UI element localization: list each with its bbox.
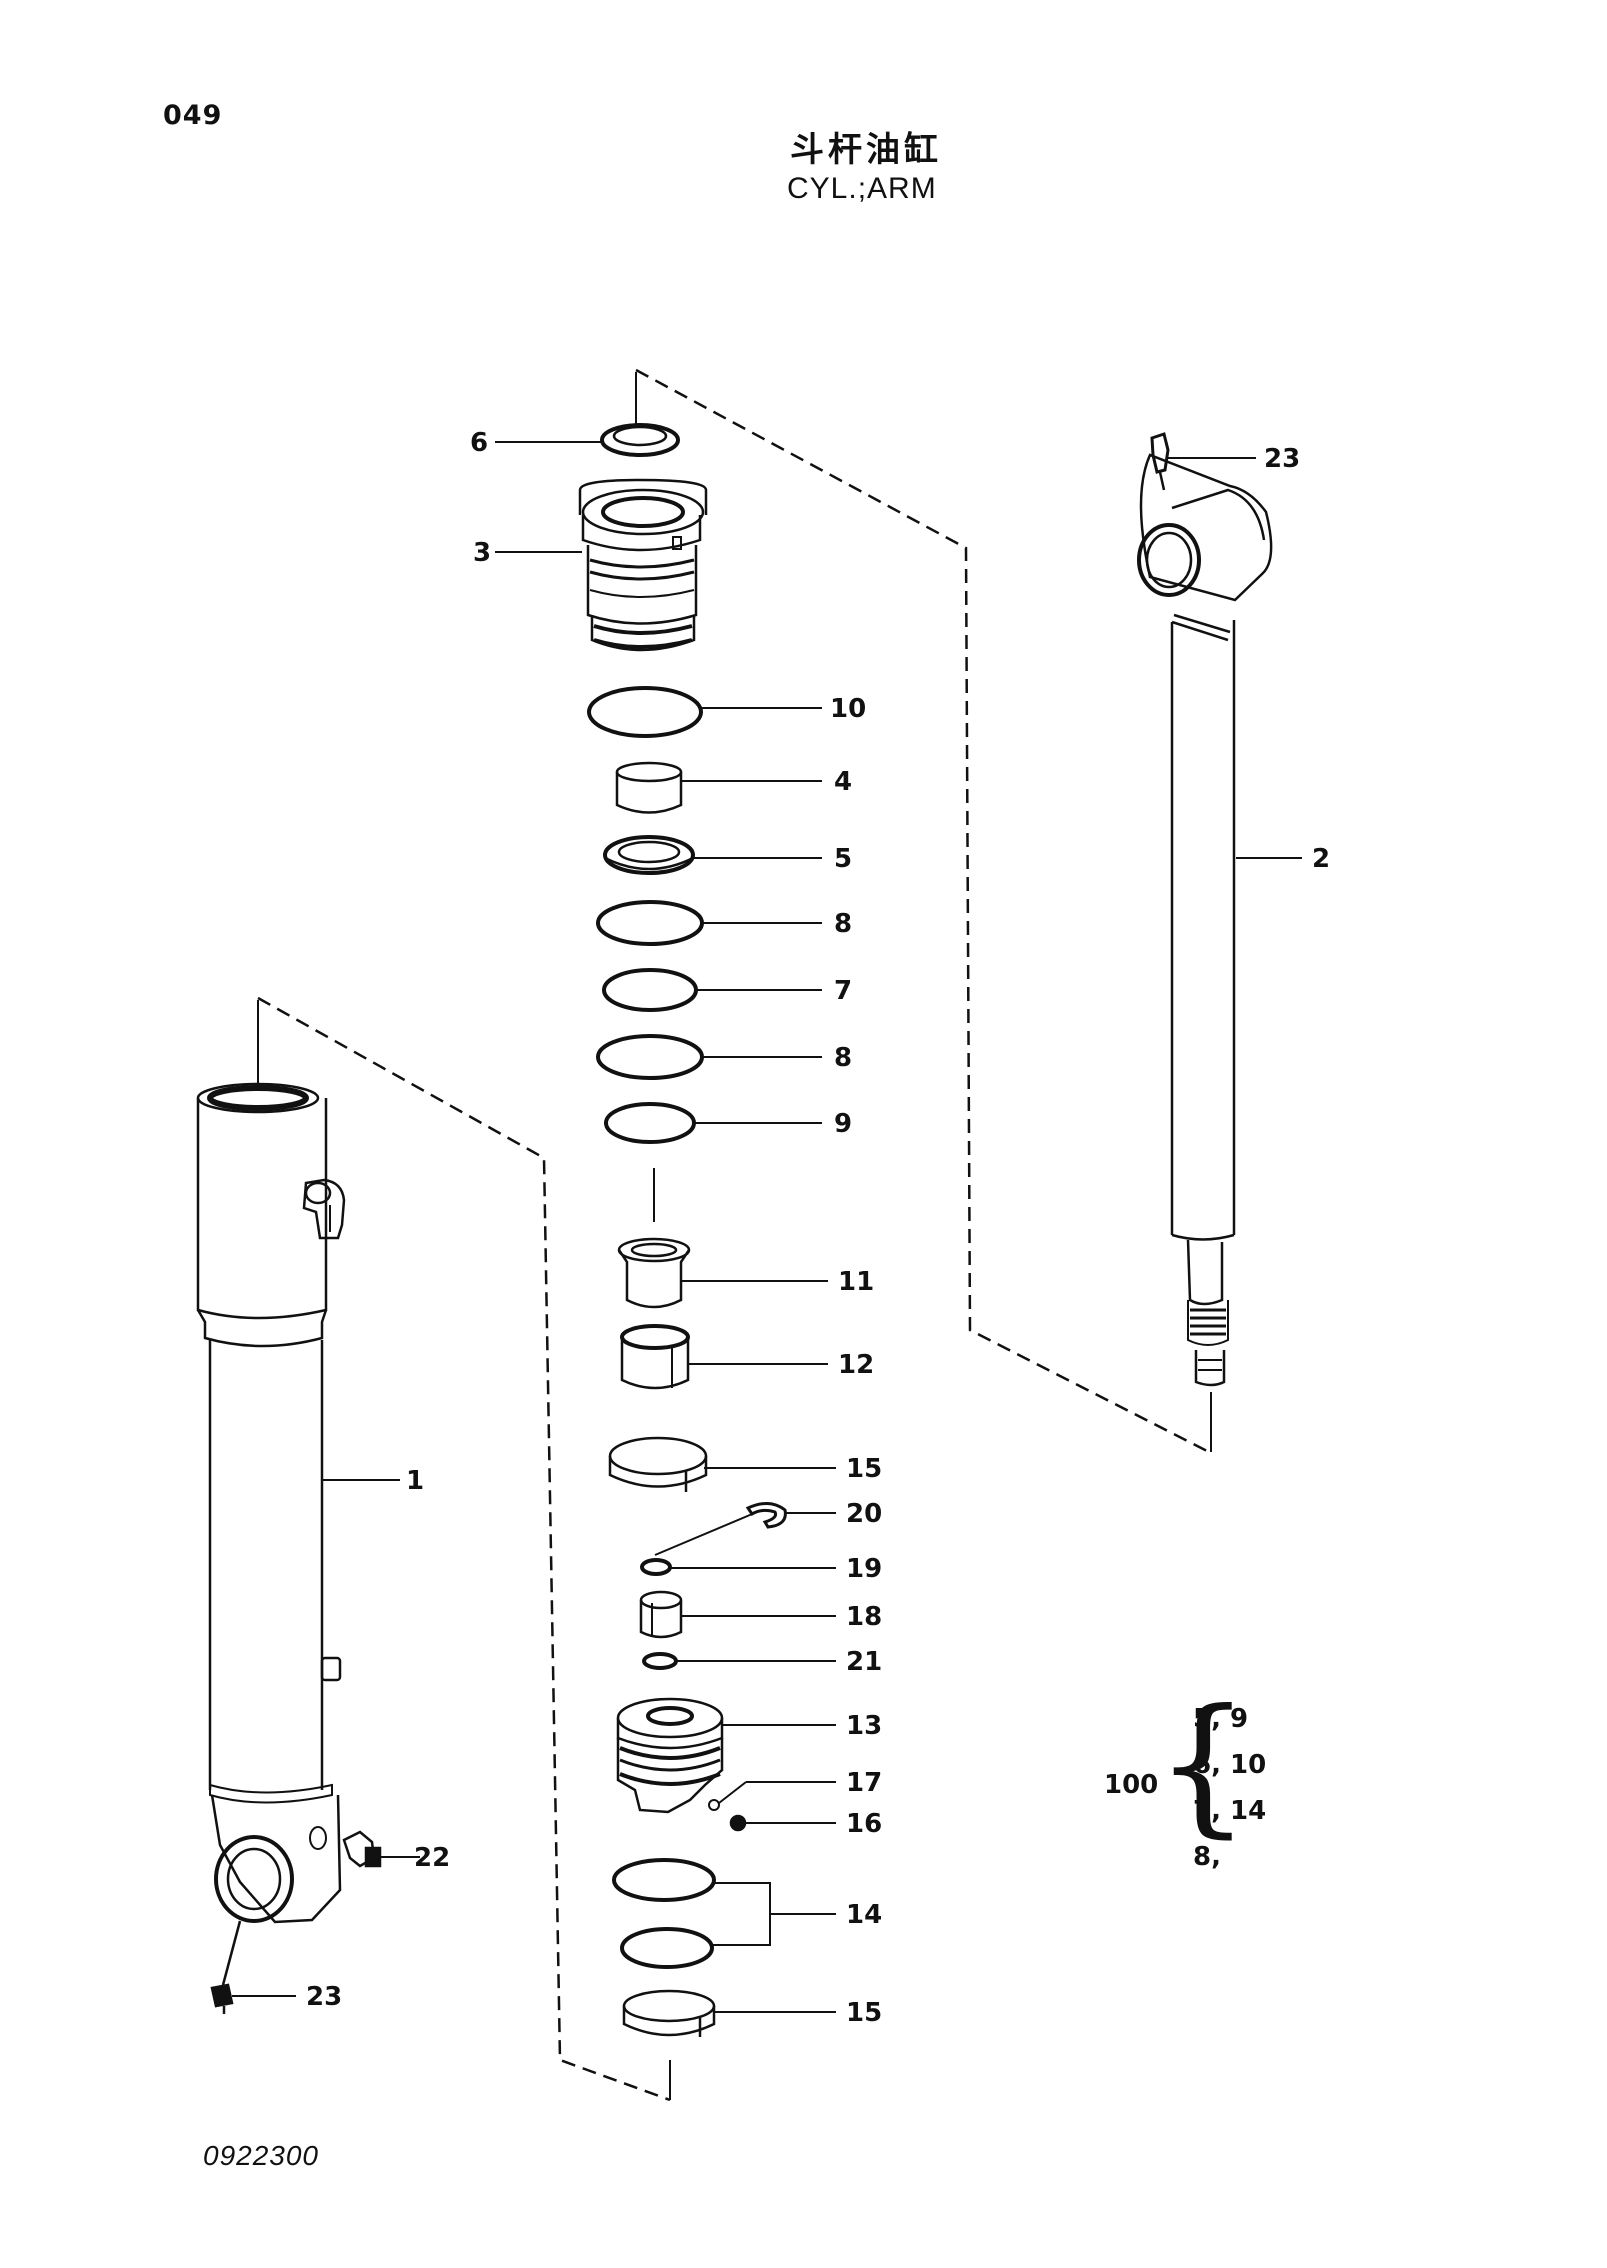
part-8-back-up-ring-upper [596, 900, 704, 946]
assembly-guide-lines [257, 368, 1210, 2102]
callout-part-6: 6 [470, 428, 489, 458]
part-11-flanged-bushing [617, 1237, 691, 1309]
part-23-grease-fitting-lower [210, 1920, 242, 2014]
callout-part-19: 19 [846, 1554, 883, 1584]
callout-part-17: 17 [846, 1768, 883, 1798]
part-6-dust-seal-ring [600, 423, 680, 457]
callout-part-7: 7 [834, 976, 853, 1006]
part-7-o-ring [602, 968, 698, 1012]
callout-leader-lines [232, 441, 1302, 2013]
part-20-snap-ring [745, 1502, 787, 1529]
callout-part-8-upper: 8 [834, 909, 853, 939]
callout-part-14: 14 [846, 1900, 883, 1930]
part-16-steel-ball [729, 1814, 747, 1832]
part-14-piston-seal-lower [620, 1927, 714, 1969]
part-5-buffer-ring [603, 835, 695, 875]
callout-part-2: 2 [1312, 844, 1331, 874]
rod-assembly-guide [635, 368, 1210, 1454]
page-number: 049 [163, 100, 223, 131]
callout-part-1: 1 [406, 1466, 425, 1496]
part-12-cushion-ring [620, 1324, 690, 1390]
part-21-ring [642, 1652, 678, 1670]
drawing-number: 0922300 [203, 2140, 320, 2171]
callout-part-4: 4 [834, 767, 853, 797]
page-title-english: CYL.;ARM [787, 172, 937, 205]
seal-kit-brace: { [1155, 1678, 1251, 1852]
callout-part-15-lower: 15 [846, 1998, 883, 2028]
part-4-bushing [615, 761, 683, 814]
callout-part-22: 22 [414, 1843, 451, 1873]
part-15-wear-ring-lower [622, 1989, 716, 2037]
callout-part-3: 3 [473, 538, 492, 568]
part-10-o-ring [587, 686, 703, 738]
axis-lines [257, 372, 1212, 2100]
part-13-piston [616, 1697, 724, 1814]
seal-kit-line: 5, 9 [1193, 1704, 1249, 1734]
part-1-cylinder-tube [196, 1082, 346, 1924]
seal-kit-line: 7, 14 [1193, 1796, 1267, 1826]
callout-part-5: 5 [834, 844, 853, 874]
callout-part-23-lower: 23 [306, 1982, 343, 2012]
callout-part-23-upper: 23 [1264, 444, 1301, 474]
part-15-wear-ring-upper [608, 1436, 708, 1492]
seal-kit-line: 8, [1193, 1842, 1221, 1872]
callout-part-13: 13 [846, 1711, 883, 1741]
callout-part-9: 9 [834, 1109, 853, 1139]
part-9-seal-ring [604, 1102, 696, 1144]
callout-part-18: 18 [846, 1602, 883, 1632]
callout-part-12: 12 [838, 1350, 875, 1380]
part-2-piston-rod [1137, 453, 1273, 1387]
part-18-sleeve [639, 1590, 683, 1639]
seal-kit-line: 6, 10 [1193, 1750, 1267, 1780]
part-8-back-up-ring-lower [596, 1034, 704, 1080]
callout-part-21: 21 [846, 1647, 883, 1677]
part-22-elbow-fitting [342, 1830, 382, 1868]
callout-part-15-upper: 15 [846, 1454, 883, 1484]
callout-part-10: 10 [830, 694, 867, 724]
callout-part-8-lower: 8 [834, 1043, 853, 1073]
tube-assembly-guide [257, 996, 671, 2102]
part-23-grease-fitting-upper [1150, 432, 1170, 491]
callout-part-20: 20 [846, 1499, 883, 1529]
callout-part-16: 16 [846, 1809, 883, 1839]
part-14-piston-seal-upper [612, 1858, 716, 1902]
part-3-cylinder-head [578, 478, 708, 652]
part-19-ring [640, 1558, 672, 1576]
seal-kit-label: 100 [1104, 1770, 1159, 1800]
callout-part-11: 11 [838, 1267, 875, 1297]
page-title-chinese: 斗杆油缸 [790, 130, 942, 170]
part-20-pointer [654, 1511, 758, 1556]
